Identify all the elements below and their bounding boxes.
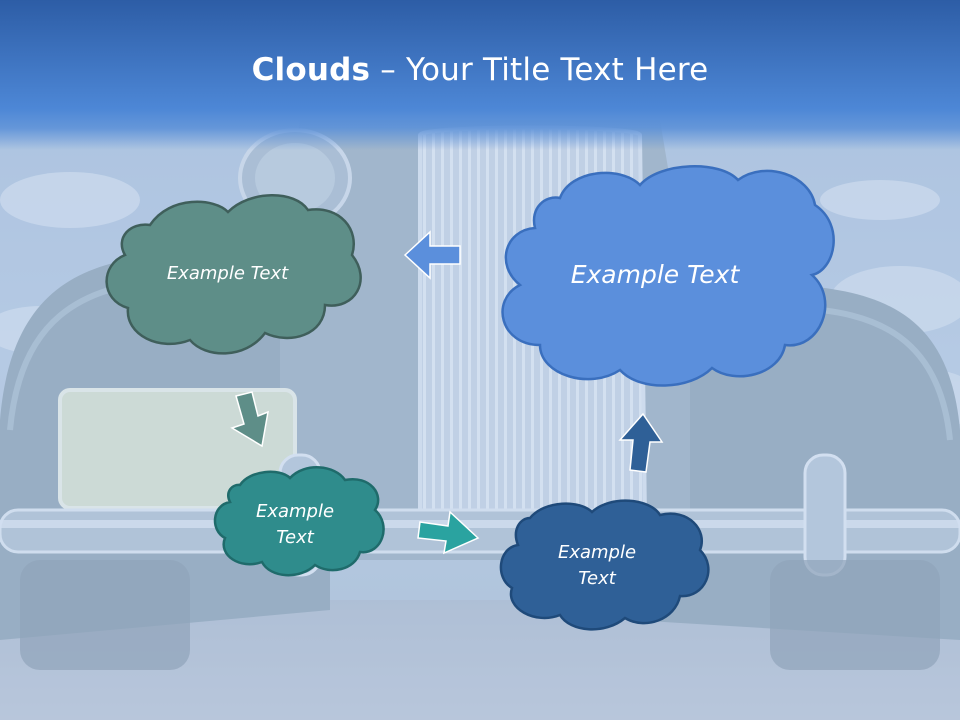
header-band (0, 0, 960, 128)
cloud-bottom-left (213, 466, 385, 577)
arrow-down-icon (230, 391, 269, 448)
cloud-top-right-text: Example Text (570, 259, 740, 289)
cloud-bottom-right-text: Example Text (557, 541, 637, 589)
arrow-left-icon (403, 230, 461, 280)
cloud-top-right (501, 165, 835, 387)
cloud-top-left (105, 194, 362, 355)
cloud-bottom-right (499, 499, 710, 631)
title-rest: – Your Title Text Here (370, 52, 709, 88)
header-fade (0, 128, 960, 150)
arrow-up-icon (618, 412, 664, 473)
title-bold: Clouds (251, 52, 371, 88)
cloud-bottom-left-text: Example Text (255, 500, 335, 548)
arrow-right-icon (417, 510, 480, 555)
slide-title: Clouds – Your Title Text Here (0, 52, 960, 88)
cloud-top-left-text: Example Text (166, 262, 289, 284)
